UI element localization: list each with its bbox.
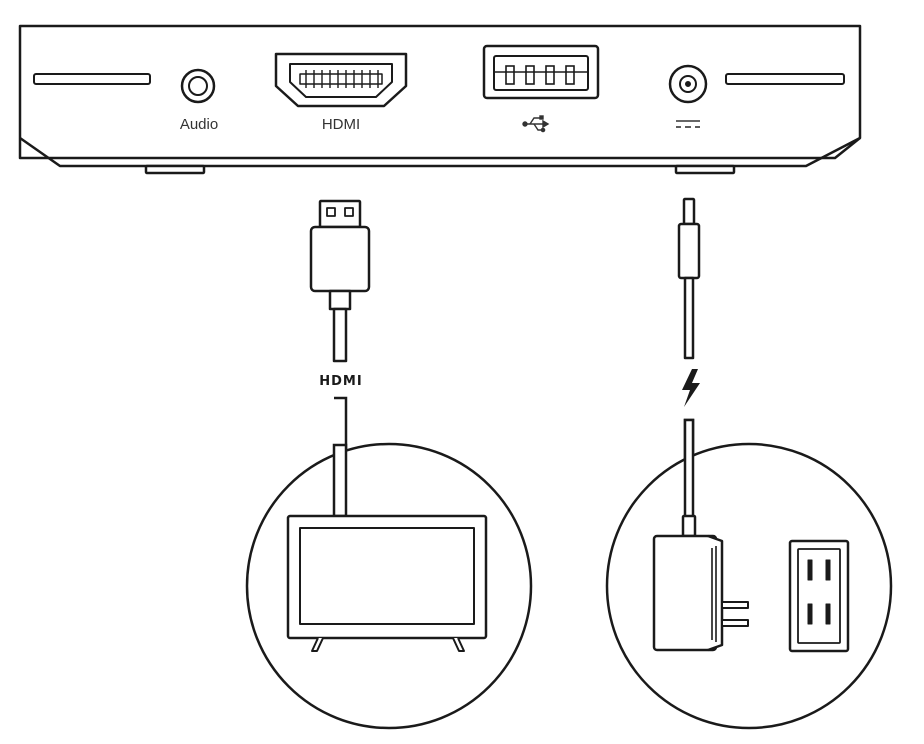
dc-power-symbol-icon: [676, 120, 700, 128]
wall-outlet-icon: [788, 539, 850, 653]
device-foot-left: [144, 164, 206, 175]
audio-port: [180, 68, 216, 104]
streaming-device: [18, 24, 862, 175]
lightning-bolt-icon: [682, 369, 700, 407]
tv-icon: [286, 514, 488, 652]
hdmi-cable-connector: [309, 199, 371, 363]
device-foot-right: [674, 164, 736, 175]
power-circle: [605, 418, 893, 730]
vent-slot-right: [725, 73, 845, 85]
hdmi-port-label: HDMI: [322, 116, 360, 133]
audio-label: Audio: [180, 116, 218, 133]
usb-symbol-icon: [522, 115, 550, 133]
power-adapter-icon: [652, 514, 749, 652]
vent-slot-left: [33, 73, 151, 85]
hdmi-cable-logo: HDMI: [319, 374, 362, 389]
usb-port: [482, 44, 600, 100]
dc-power-port: [668, 64, 708, 104]
power-cable-plug: [677, 197, 701, 360]
hdmi-port: [274, 52, 408, 108]
